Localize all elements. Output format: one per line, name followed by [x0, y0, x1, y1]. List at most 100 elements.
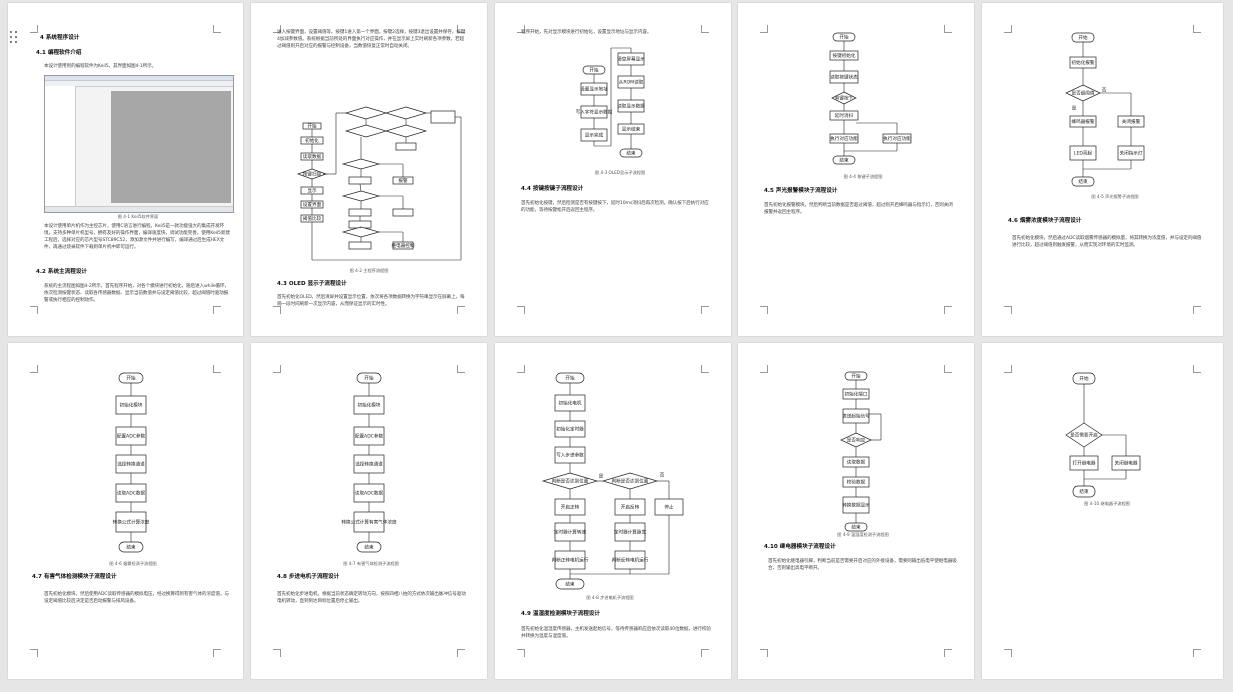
figure-caption: 图 4-10 继电器子流程图 — [1084, 501, 1130, 506]
svg-text:停止: 停止 — [664, 504, 674, 511]
svg-text:校验数据: 校验数据 — [847, 479, 866, 486]
crop-mark — [457, 25, 465, 33]
body-text: 首先初始化步进电机，根据当前状态确定转动方向，按照四相八拍的方式依次输出脉冲信号… — [277, 592, 466, 604]
humidity-flowchart: 开始 初始化端口 发送起始信号 是否响应 读取数据 校验数据 转换数据显示 结束 — [840, 371, 882, 532]
svg-text:结束: 结束 — [1079, 488, 1089, 495]
figure-caption: 图 4-2 主程序流程图 — [349, 268, 389, 273]
key-flowchart: 开始 按键初始化 读取按键状态 有键按下 延时消抖 执行对应功能 执行对应功能 … — [829, 32, 912, 165]
svg-text:转换数据显示: 转换数据显示 — [842, 502, 870, 509]
crop-mark — [1004, 649, 1012, 657]
svg-text:蜂鸣器报警: 蜂鸣器报警 — [1072, 118, 1095, 125]
svg-text:关闭继电器: 关闭继电器 — [1115, 460, 1138, 467]
svg-text:清空屏幕显示: 清空屏幕显示 — [617, 56, 645, 63]
crop-mark — [1193, 649, 1201, 657]
svg-text:判断是否达到位置: 判断是否达到位置 — [612, 478, 649, 485]
svg-text:读取ADC数据: 读取ADC数据 — [355, 490, 384, 497]
svg-text:结束: 结束 — [1078, 178, 1088, 185]
svg-text:关闭报警: 关闭报警 — [1122, 118, 1141, 125]
svg-text:按键初始化: 按键初始化 — [833, 52, 856, 59]
body-text: 本设计使用单片机作为主控芯片，使用C语言进行编程，Keil5是一款功能强大的集成… — [44, 224, 230, 250]
crop-mark — [30, 649, 38, 657]
svg-text:结束: 结束 — [364, 544, 374, 551]
crop-mark — [1193, 25, 1201, 33]
body-text: 首先初始化温湿度传感器，主机发送起始信号，等待传感器响应后依次读取40位数据，进… — [521, 627, 711, 639]
svg-text:是否响应: 是否响应 — [847, 437, 866, 444]
svg-text:报警: 报警 — [398, 177, 408, 184]
crop-mark — [1193, 306, 1201, 314]
svg-text:开始: 开始 — [364, 375, 374, 382]
crop-mark — [30, 365, 38, 373]
svg-text:设置显示地址: 设置显示地址 — [580, 86, 608, 93]
crop-mark — [213, 306, 221, 314]
svg-text:初始化: 初始化 — [305, 137, 319, 144]
body-text: 进入按键界面，设置阈值等。按键1进入第一个界面，按键2选择，按键3退出设置并保存… — [277, 30, 466, 49]
body-text: 首先初始化模块，然后通过ADC读取烟雾传感器的模拟量，将其转换为浓度值，并与设定… — [1012, 236, 1202, 248]
svg-text:配置ADC参数: 配置ADC参数 — [117, 433, 146, 440]
section-heading: 4.4 按键按键子流程设计 — [521, 186, 584, 192]
crop-mark — [1004, 25, 1012, 33]
svg-text:读取数据: 读取数据 — [847, 459, 866, 466]
svg-text:初始化报警: 初始化报警 — [1072, 59, 1095, 66]
svg-text:开始: 开始 — [126, 375, 136, 382]
crop-mark — [30, 306, 38, 314]
crop-mark — [944, 649, 952, 657]
section-heading: 4.8 步进电机子流程设计 — [277, 574, 340, 580]
svg-text:关闭指示灯: 关闭指示灯 — [1120, 150, 1143, 157]
svg-text:配置ADC参数: 配置ADC参数 — [355, 433, 384, 440]
svg-text:初始化定时器: 初始化定时器 — [556, 426, 584, 433]
svg-text:初始化电机: 初始化电机 — [559, 400, 582, 407]
svg-text:执行对应功能: 执行对应功能 — [883, 135, 911, 142]
svg-text:写入字符显示数据: 写入字符显示数据 — [576, 109, 613, 116]
section-heading: 4.6 烟雾浓度模块子流程设计 — [1008, 218, 1082, 224]
crop-mark — [944, 365, 952, 373]
section-heading: 4.7 有害气体检测模块子流程设计 — [32, 574, 117, 580]
crop-mark — [517, 25, 525, 33]
figure-caption: 图 4-8 步进电机子流程图 — [586, 595, 634, 600]
crop-mark — [760, 649, 768, 657]
document-page-2: 进入按键界面，设置阈值等。按键1进入第一个界面，按键2选择，按键3退出设置并保存… — [251, 3, 487, 336]
drag-handle-icon[interactable] — [10, 31, 20, 45]
main-flowchart: 开始 初始化 读取数据 按键扫描 显示 设置界面 阈值比较 报警 继电器控制 — [296, 106, 462, 261]
svg-text:开始: 开始 — [851, 373, 861, 380]
figure-caption: 图 4-3 OLED显示子流程图 — [594, 170, 646, 175]
svg-text:定时器计算转速: 定时器计算转速 — [554, 529, 587, 536]
svg-text:开启反转: 开启反转 — [621, 504, 640, 511]
body-text: 首先初始化报警模块，然后判断当前数据是否超过阈值，超过则开启蜂鸣器与指示灯，否则… — [764, 203, 953, 215]
document-page-9: 开始 初始化端口 发送起始信号 是否响应 读取数据 校验数据 转换数据显示 结束… — [738, 343, 974, 679]
crop-mark — [213, 25, 221, 33]
svg-text:开始: 开始 — [839, 34, 849, 41]
svg-text:LED亮起: LED亮起 — [1074, 150, 1093, 157]
body-text: 程序开始，先对显示模块进行初始化，设置显示地址与显示内容。 — [521, 30, 652, 35]
svg-text:按键扫描: 按键扫描 — [303, 171, 322, 178]
svg-text:读取显示数据: 读取显示数据 — [617, 103, 645, 110]
section-heading: 4.3 OLED 显示子流程设计 — [277, 281, 347, 287]
crop-mark — [701, 365, 709, 373]
svg-text:判断反转电机运行: 判断反转电机运行 — [612, 557, 649, 564]
svg-text:写入步进参数: 写入步进参数 — [556, 452, 584, 459]
crop-mark — [701, 25, 709, 33]
svg-text:打开继电器: 打开继电器 — [1073, 460, 1096, 467]
smoke-flowchart: 开始 初始化模块 配置ADC参数 选择转换通道 读取ADC数据 转换公式计算浓度… — [113, 372, 150, 553]
document-page-5: 开始 初始化报警 是否超阈值 是否 蜂鸣器报警 关闭报警 LED亮起 关闭指示灯… — [982, 3, 1223, 336]
crop-mark — [1004, 365, 1012, 373]
svg-text:结束: 结束 — [839, 157, 849, 164]
svg-text:是否超阈值: 是否超阈值 — [1072, 90, 1095, 97]
gas-flowchart: 开始 初始化模块 配置ADC参数 选择转换通道 读取ADC数据 转换公式计算有害… — [341, 372, 397, 553]
figure-caption: 图 4-5 声光报警子流程图 — [1091, 194, 1139, 199]
crop-mark — [701, 649, 709, 657]
svg-text:是: 是 — [1072, 106, 1077, 112]
svg-text:否: 否 — [660, 473, 665, 479]
crop-mark — [273, 649, 281, 657]
crop-mark — [701, 306, 709, 314]
crop-mark — [30, 25, 38, 33]
document-page-4: 开始 按键初始化 读取按键状态 有键按下 延时消抖 执行对应功能 执行对应功能 … — [738, 3, 974, 336]
body-text: 首先初始化按键，然后检测是否有按键按下，延时10ms消抖后再次检测，确认按下后执… — [521, 201, 709, 213]
svg-text:初始化端口: 初始化端口 — [845, 391, 868, 398]
body-text: 首先初始化OLED，然后清屏并设置显示位置，依次将各项数据转换为字符串显示在屏幕… — [277, 295, 465, 307]
svg-text:结束: 结束 — [851, 524, 861, 531]
svg-text:判断是否达到位置: 判断是否达到位置 — [552, 478, 589, 485]
svg-text:显示: 显示 — [307, 188, 317, 194]
svg-text:开始: 开始 — [307, 123, 317, 130]
svg-text:初始化模块: 初始化模块 — [120, 402, 143, 409]
relay-flowchart: 开始 是否需要开启 打开继电器 关闭继电器 结束 — [1065, 372, 1141, 498]
